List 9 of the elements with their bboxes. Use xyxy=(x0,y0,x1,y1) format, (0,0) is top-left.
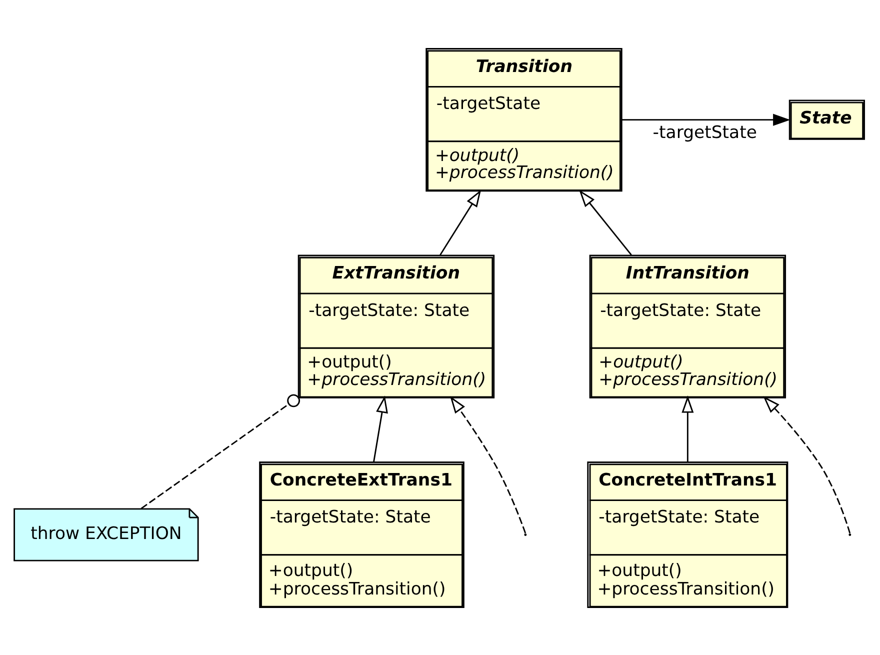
arrow xyxy=(579,189,632,255)
arrow xyxy=(622,113,790,126)
edge-label: -targetState xyxy=(652,122,757,142)
arrow xyxy=(763,396,851,533)
arrow xyxy=(682,395,694,462)
arrow xyxy=(440,189,482,255)
arrow xyxy=(450,396,526,533)
arrow xyxy=(373,395,388,462)
connector xyxy=(140,394,300,509)
